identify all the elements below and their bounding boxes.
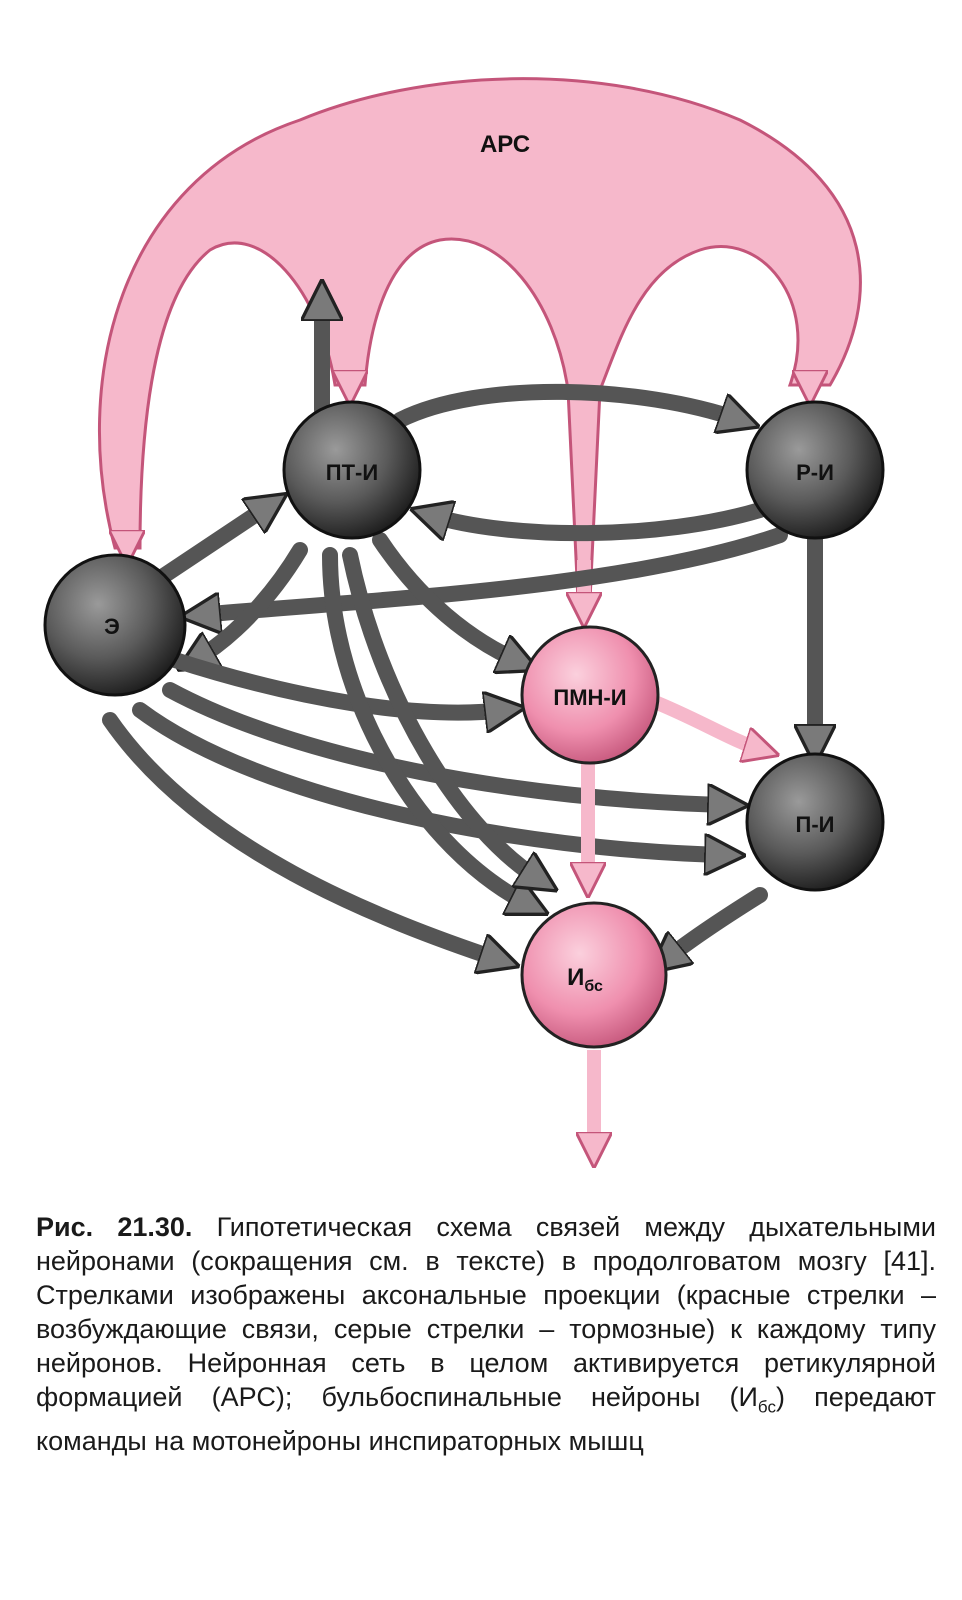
node-pmn-i: ПМН-И bbox=[520, 625, 660, 765]
figure-number: Рис. 21.30. bbox=[36, 1212, 193, 1242]
caption-text-part1: Гипотетическая схема связей между дыхате… bbox=[36, 1212, 936, 1412]
caption-subscript: бс bbox=[757, 1397, 776, 1417]
figure-caption: Рис. 21.30. Гипотетическая схема связей … bbox=[36, 1210, 936, 1458]
node-p-i-label: П-И bbox=[796, 812, 835, 837]
node-r-i-label: Р-И bbox=[796, 460, 834, 485]
arc-label: АРС bbox=[480, 131, 530, 158]
node-i-bs: Ибс bbox=[520, 901, 668, 1049]
node-e-label: Э bbox=[104, 614, 120, 639]
node-p-i: П-И bbox=[745, 752, 885, 892]
node-i-bs-label: И bbox=[567, 964, 584, 991]
node-i-bs-subscript: бс bbox=[584, 978, 603, 995]
excitatory-arrows bbox=[588, 693, 762, 1150]
node-pt-i-label: ПТ-И bbox=[326, 460, 378, 485]
arc-canopy bbox=[98, 77, 862, 602]
svg-text:Ибс: Ибс bbox=[567, 964, 603, 995]
node-e: Э bbox=[43, 553, 187, 697]
inhibitory-arrows bbox=[102, 300, 815, 960]
node-pmn-i-label: ПМН-И bbox=[553, 685, 626, 710]
node-r-i: Р-И bbox=[745, 400, 885, 540]
caption-text-part2: ) передают команды на мотонейроны инспир… bbox=[36, 1382, 936, 1457]
node-pt-i: ПТ-И bbox=[282, 400, 422, 540]
respiratory-network-diagram: АРС ПТ-И Р-И Э ПМН-И bbox=[43, 77, 885, 1215]
